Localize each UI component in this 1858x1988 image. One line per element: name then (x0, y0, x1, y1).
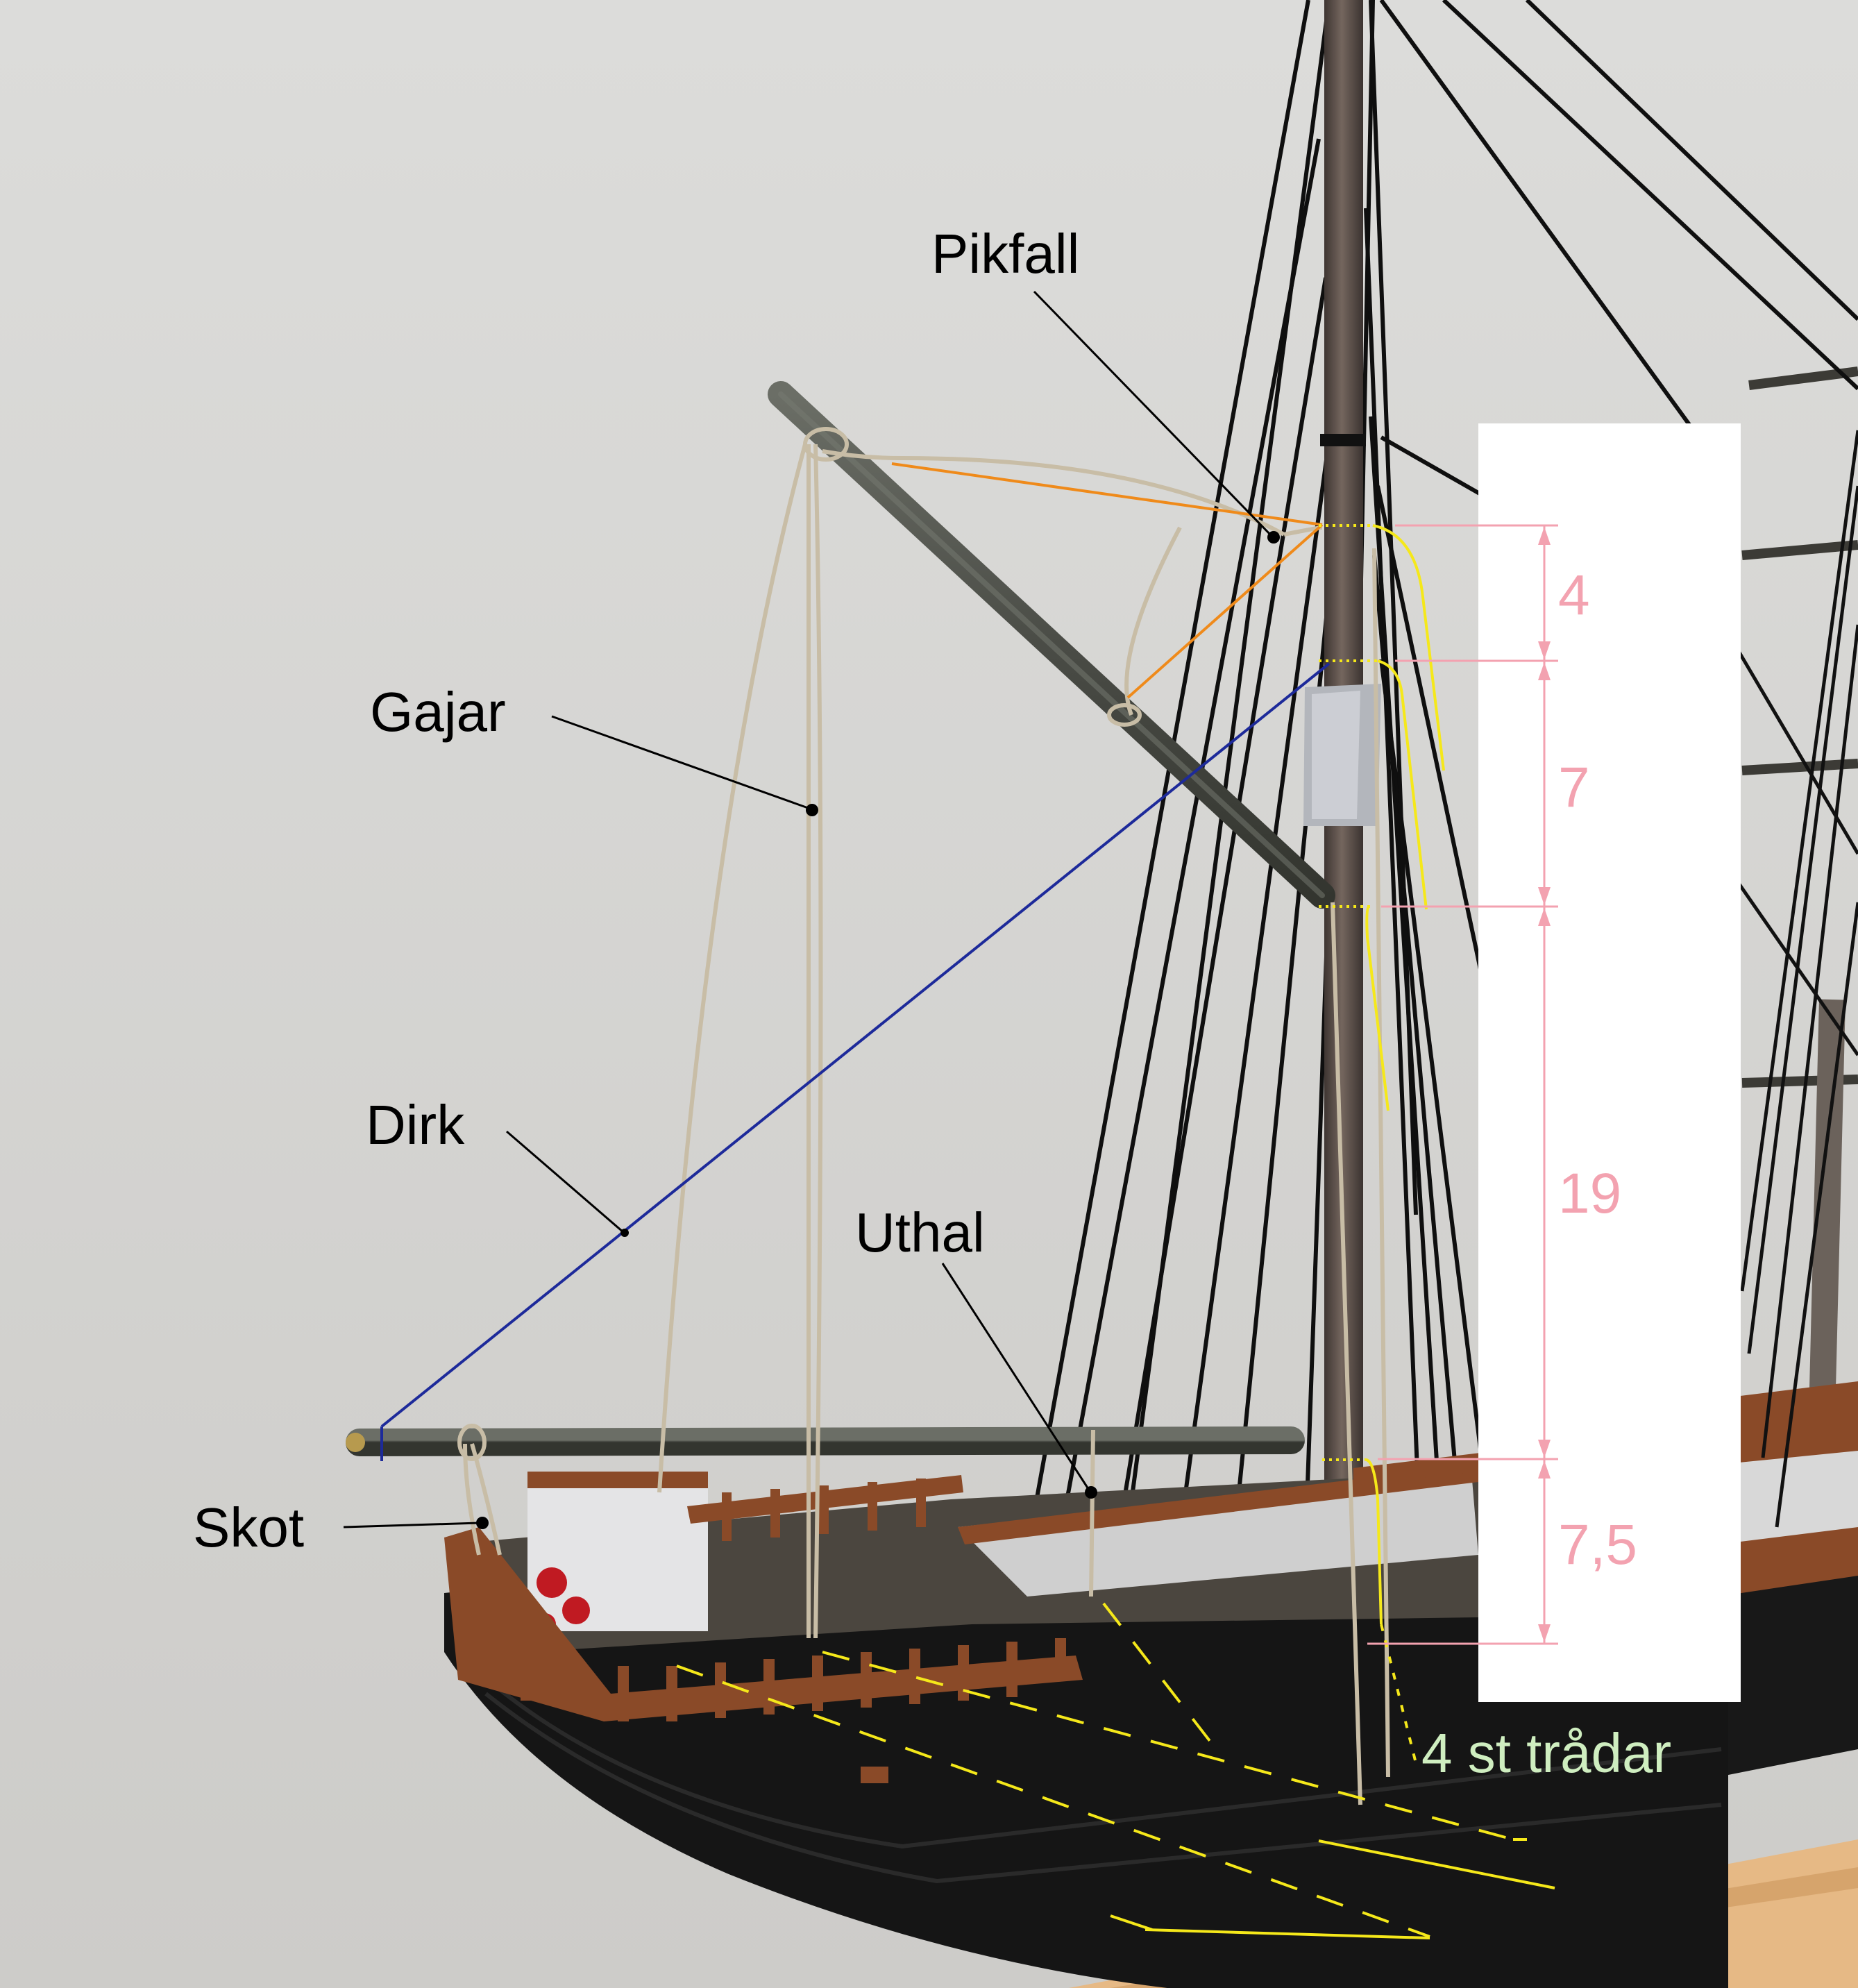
thread-count-note: 4 st trådar (1421, 1722, 1671, 1784)
label-uthal: Uthal (855, 1202, 985, 1263)
boom-spar (346, 1426, 1305, 1456)
label-gajar: Gajar (370, 681, 506, 743)
leader-lines (343, 290, 1273, 1528)
dimension-7-5: 7,5 (1558, 1513, 1637, 1576)
label-pikfall: Pikfall (931, 223, 1079, 285)
tan-lines (457, 427, 1390, 1805)
yellow-guides (676, 524, 1555, 1939)
leader-dots (476, 531, 1280, 1529)
dimension-4: 4 (1558, 564, 1590, 627)
dirk-line (380, 662, 1331, 1461)
label-dirk: Dirk (366, 1094, 465, 1156)
dimension-7: 7 (1558, 756, 1590, 819)
label-skot: Skot (193, 1497, 304, 1558)
hull (444, 1444, 1728, 1988)
dimension-lines (1367, 524, 1558, 1645)
gaff-spar (768, 381, 1335, 909)
background-ship (1664, 367, 1858, 1777)
dimension-19: 19 (1558, 1162, 1621, 1225)
measurement-panel (1478, 423, 1741, 1702)
